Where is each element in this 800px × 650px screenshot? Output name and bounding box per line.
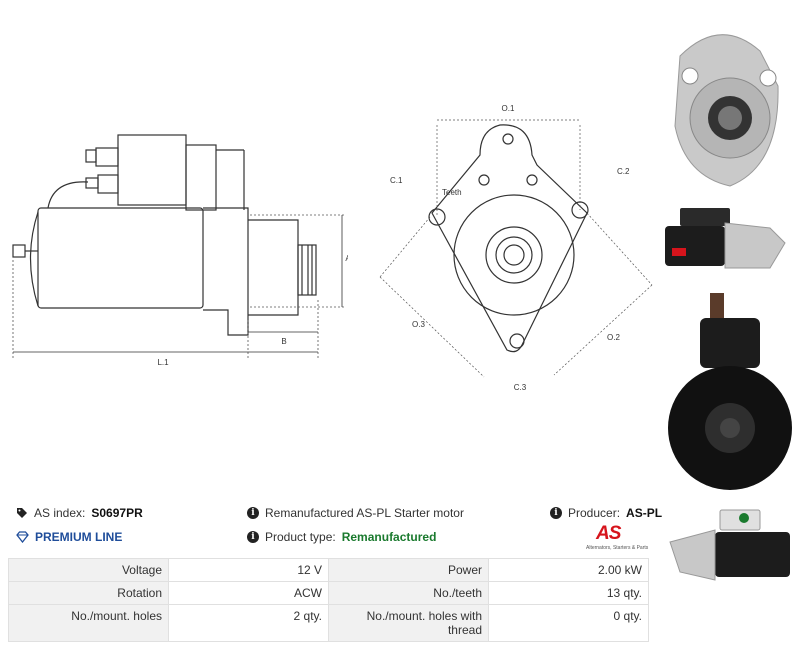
product-photo-angle[interactable] — [660, 502, 798, 592]
spec-value: 13 qty. — [488, 581, 649, 605]
spec-label: Voltage — [8, 558, 169, 582]
dim-o1-label: O.1 — [502, 104, 515, 113]
as-index-value: S0697PR — [91, 506, 143, 520]
spec-label: Power — [328, 558, 489, 582]
spec-label: Rotation — [8, 581, 169, 605]
product-photo-rear[interactable] — [660, 288, 798, 496]
logo-tagline: Alternators, Starters & Parts — [586, 545, 649, 551]
producer-row: i Producer: AS-PL — [550, 506, 662, 520]
spec-label: No./teeth — [328, 581, 489, 605]
product-type-row: i Product type: Remanufactured — [247, 530, 436, 544]
spec-value: 2.00 kW — [488, 558, 649, 582]
logo-mark: AS — [596, 523, 621, 544]
as-index-row: AS index: S0697PR — [16, 506, 143, 520]
as-pl-logo: AS Alternators, Starters & Parts — [586, 523, 650, 553]
product-photo-front[interactable] — [660, 6, 798, 198]
producer-value: AS-PL — [626, 506, 663, 520]
info-icon: i — [247, 507, 259, 519]
dim-a-label: A — [345, 254, 348, 263]
premium-line-label: PREMIUM LINE — [35, 530, 123, 544]
dim-c1-label: C.1 — [390, 176, 403, 185]
info-icon: i — [550, 507, 562, 519]
dim-b-label: B — [281, 337, 286, 346]
spec-value: 2 qty. — [168, 604, 329, 642]
info-icon: i — [247, 531, 259, 543]
table-row: Voltage 12 V Power 2.00 kW — [8, 558, 649, 582]
tag-icon — [17, 508, 27, 518]
diamond-icon — [16, 531, 29, 543]
table-row: Rotation ACW No./teeth 13 qty. — [8, 581, 649, 605]
dim-c3-label: C.3 — [514, 383, 527, 392]
dim-o3-label: O.3 — [412, 320, 425, 329]
product-description: Remanufactured AS-PL Starter motor — [265, 506, 464, 520]
dim-c2-label: C.2 — [617, 167, 630, 176]
product-photo-side[interactable] — [660, 198, 798, 286]
spec-value: 0 qty. — [488, 604, 649, 642]
table-row: No./mount. holes 2 qty. No./mount. holes… — [8, 604, 649, 642]
dim-l1-label: L.1 — [157, 358, 169, 367]
teeth-label: Teeth — [442, 188, 462, 197]
product-type-label: Product type: — [265, 530, 336, 544]
description-row: i Remanufactured AS-PL Starter motor — [247, 506, 464, 520]
specifications-table: Voltage 12 V Power 2.00 kW Rotation ACW … — [8, 558, 649, 642]
spec-value: 12 V — [168, 558, 329, 582]
as-index-label: AS index: — [34, 506, 86, 520]
spec-label: No./mount. holes with thread — [328, 604, 489, 642]
spec-label: No./mount. holes — [8, 604, 169, 642]
product-type-value: Remanufactured — [341, 530, 437, 544]
premium-line-badge: PREMIUM LINE — [16, 530, 122, 544]
starter-front-drawing: O.1 C.1 C.2 Teeth O.3 O.2 C.3 — [379, 104, 653, 392]
producer-label: Producer: — [568, 506, 621, 520]
dim-o2-label: O.2 — [607, 333, 620, 342]
starter-side-drawing: A B L.1 — [12, 134, 348, 367]
spec-value: ACW — [168, 581, 329, 605]
